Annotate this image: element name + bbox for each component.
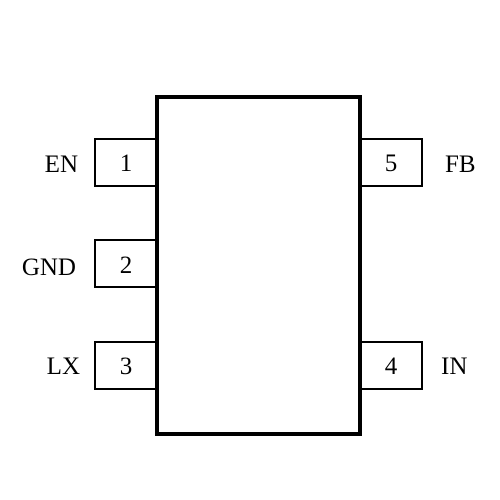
pin-1-pad: [94, 138, 158, 187]
pin-2: 2 GND: [22, 239, 158, 288]
pin-5: 5 FB: [359, 138, 476, 187]
pin-1-name: EN: [45, 151, 78, 178]
ic-body: [155, 95, 362, 436]
pin-3-number: 3: [120, 353, 133, 380]
pin-2-name: GND: [22, 254, 76, 281]
pin-4-name: IN: [441, 353, 467, 380]
pin-2-pad: [94, 239, 158, 288]
pin-4-pad: [359, 341, 423, 390]
pin-2-number: 2: [120, 252, 133, 279]
pin-3-name: LX: [47, 353, 80, 380]
pin-5-number: 5: [385, 150, 398, 177]
pin-1-number: 1: [120, 150, 133, 177]
pin-5-name: FB: [445, 151, 476, 178]
pin-1: 1 EN: [45, 138, 158, 187]
pin-4: 4 IN: [359, 341, 467, 390]
pin-3: 3 LX: [47, 341, 158, 390]
pin-5-pad: [359, 138, 423, 187]
pin-3-pad: [94, 341, 158, 390]
pin-4-number: 4: [385, 353, 398, 380]
